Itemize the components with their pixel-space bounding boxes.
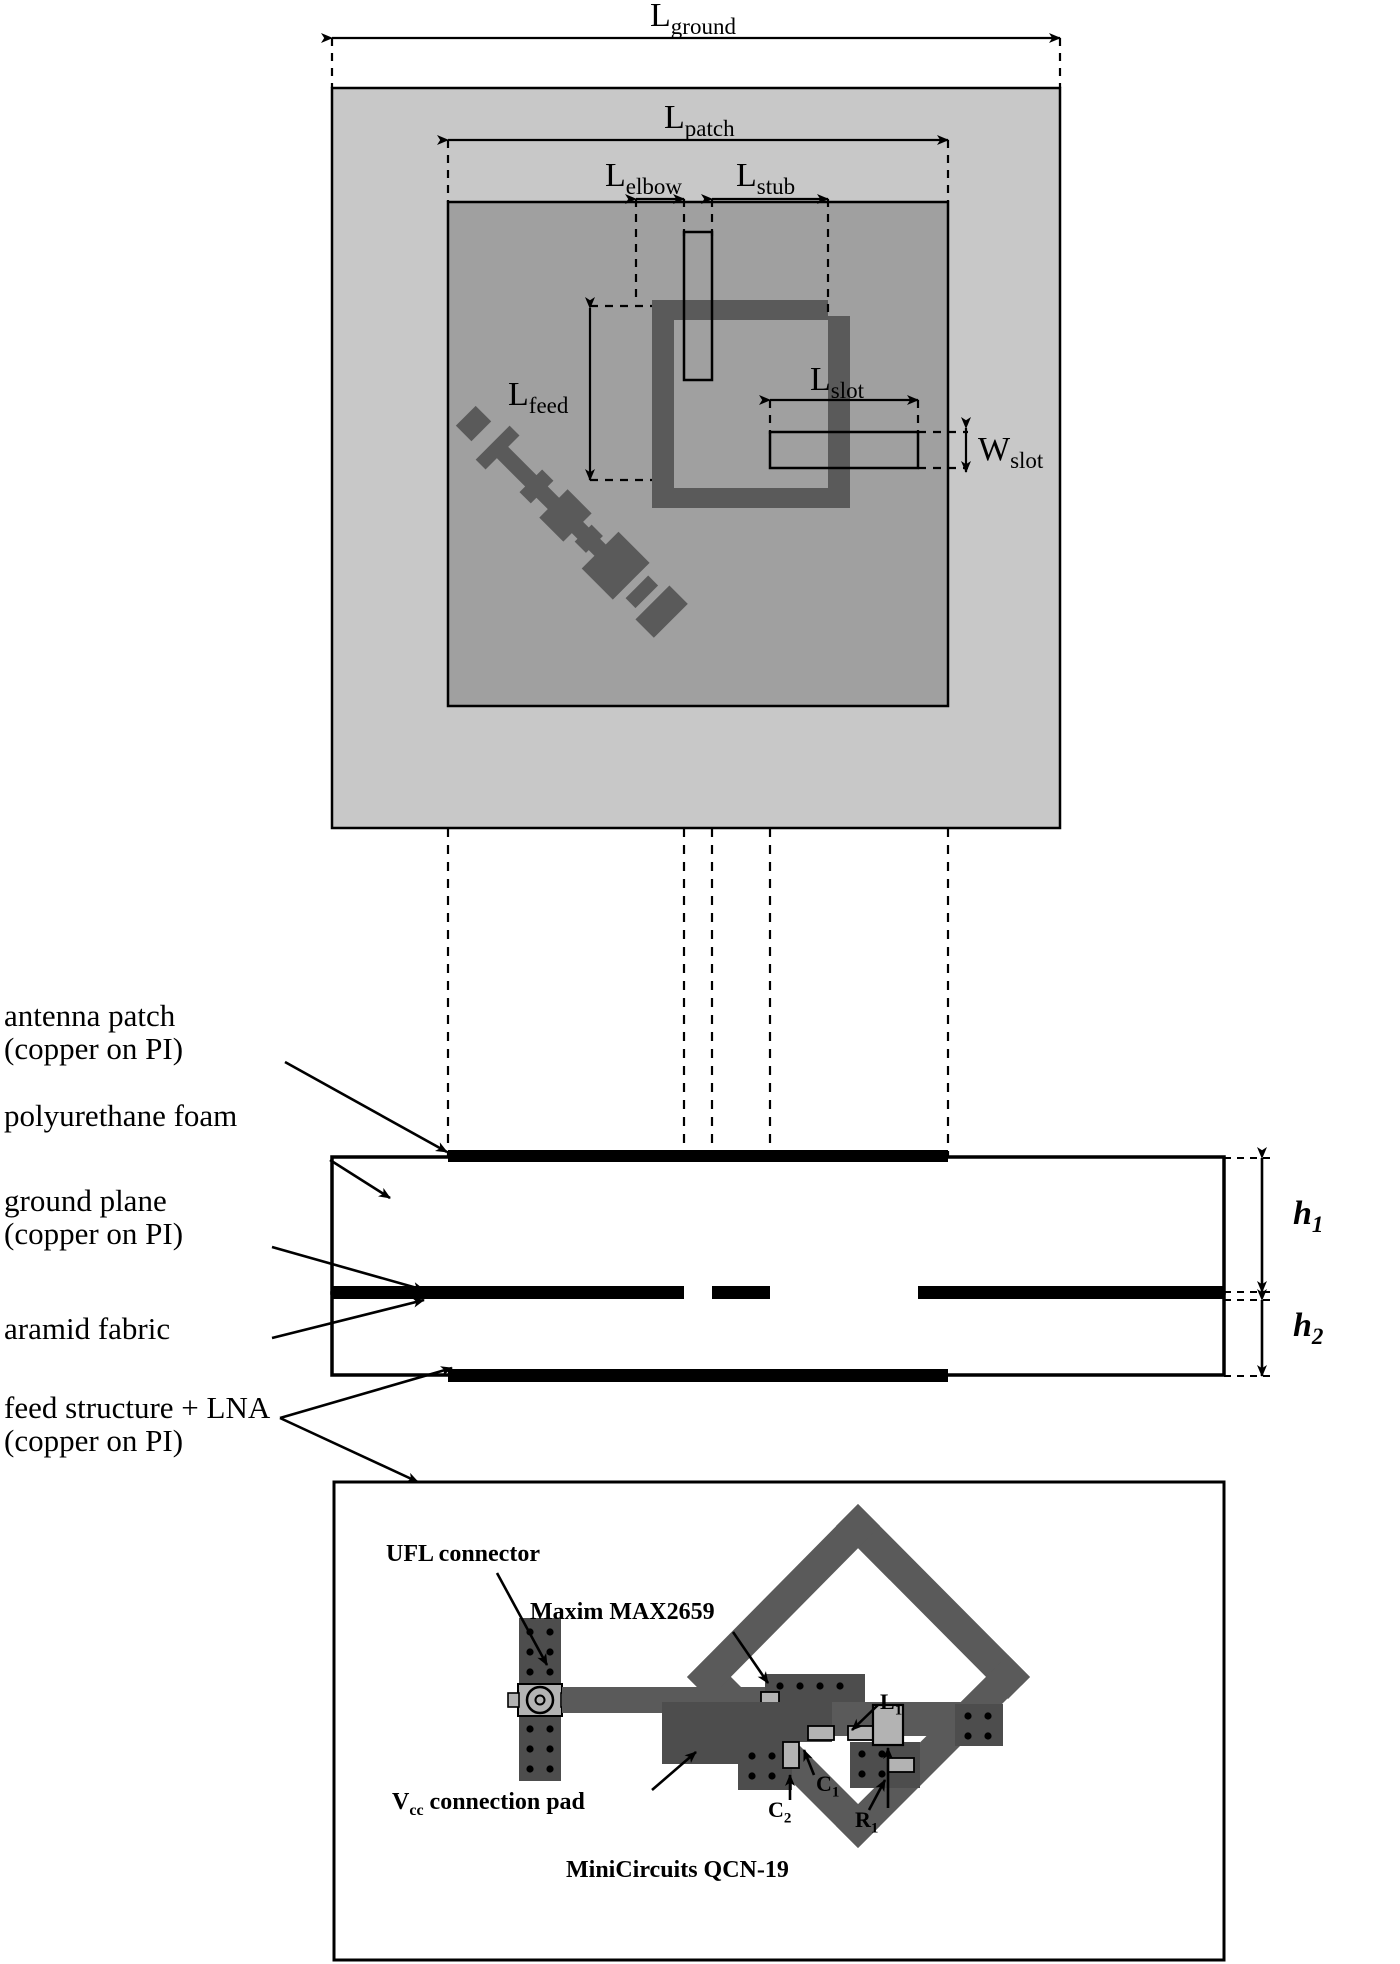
callout-antenna-patch-line1: antenna patch — [4, 998, 176, 1033]
callout-ground-plane: ground plane (copper on PI) — [4, 1183, 184, 1251]
callout-feed-lna-line1: feed structure + LNA — [4, 1390, 271, 1425]
diagonal-feed-structure — [455, 405, 688, 638]
component-l1 — [847, 1725, 875, 1741]
qcn19-out-pad — [955, 1704, 1003, 1746]
vcc-pour-tail — [662, 1702, 832, 1742]
dim-label-l-patch: Lpatch — [664, 99, 735, 141]
dim-label-l-elbow: Lelbow — [605, 157, 682, 199]
cross-section-aramid — [330, 1291, 1226, 1377]
callout-vcc-connection-pad: Vcc connection pad — [392, 1789, 585, 1819]
dim-label-h2: h2 — [1293, 1307, 1324, 1349]
dim-l-patch — [437, 135, 950, 202]
cross-section-foam — [330, 1155, 1226, 1295]
dim-label-l-stub: Lstub — [736, 157, 796, 199]
dim-h2 — [1224, 1289, 1276, 1377]
callout-feed-structure-lna: feed structure + LNA (copper on PI) — [4, 1390, 271, 1458]
coupling-slot-outline — [768, 430, 920, 470]
projection-lines — [446, 828, 950, 1158]
callout-polyurethane-foam-line1: polyurethane foam — [4, 1098, 238, 1133]
callout-polyurethane-foam: polyurethane foam — [4, 1098, 238, 1133]
callout-aramid-fabric: aramid fabric — [4, 1311, 171, 1346]
callout-antenna-patch-line2: (copper on PI) — [4, 1030, 184, 1066]
antenna-patch-square — [446, 200, 950, 708]
top-view-group — [321, 33, 1062, 1158]
dim-l-elbow — [625, 194, 686, 302]
component-c1 — [807, 1725, 835, 1741]
qcn19-component — [871, 1703, 905, 1747]
component-r1 — [887, 1757, 915, 1773]
callout-antenna-patch: antenna patch (copper on PI) — [4, 998, 184, 1066]
dim-l-slot — [759, 395, 920, 434]
dim-w-slot — [918, 417, 971, 473]
pcb-view-group — [332, 1480, 1226, 1962]
callout-leaders — [271, 1060, 453, 1484]
cs-feed-structure-copper — [448, 1369, 948, 1382]
callout-feed-lna-line2: (copper on PI) — [4, 1422, 184, 1458]
dim-label-w-slot: Wslot — [978, 431, 1044, 473]
callout-aramid-fabric-line1: aramid fabric — [4, 1311, 171, 1346]
dim-l-feed — [585, 297, 652, 482]
dim-l-stub — [701, 194, 830, 316]
component-c2 — [782, 1741, 800, 1769]
feed-trace — [652, 300, 850, 508]
cross-section-group — [271, 1060, 1276, 1484]
dim-label-l-ground: Lground — [650, 0, 736, 39]
cs-antenna-patch-copper — [448, 1150, 948, 1162]
component-label-c2: C2 — [768, 1797, 792, 1827]
callout-ground-plane-line2: (copper on PI) — [4, 1215, 184, 1251]
component-label-r1: R1 — [855, 1807, 879, 1837]
stub-slot-outline — [682, 230, 714, 382]
dim-h1 — [1224, 1147, 1276, 1293]
dim-label-h1: h1 — [1293, 1195, 1324, 1237]
callout-maxim-max2659: Maxim MAX2659 — [530, 1599, 715, 1625]
component-label-c1: C1 — [816, 1771, 840, 1801]
dim-label-l-feed: Lfeed — [508, 376, 569, 418]
dim-l-ground — [321, 33, 1062, 88]
callout-minicircuits-qcn19: MiniCircuits QCN-19 — [566, 1857, 789, 1883]
dim-label-l-slot: Lslot — [810, 361, 865, 403]
callout-ufl-connector: UFL connector — [386, 1541, 540, 1567]
pcb-leaders — [495, 1572, 893, 1811]
component-label-l1: L1 — [880, 1689, 903, 1719]
callout-ground-plane-line1: ground plane — [4, 1183, 167, 1218]
qcn19-output-line — [900, 1718, 958, 1732]
